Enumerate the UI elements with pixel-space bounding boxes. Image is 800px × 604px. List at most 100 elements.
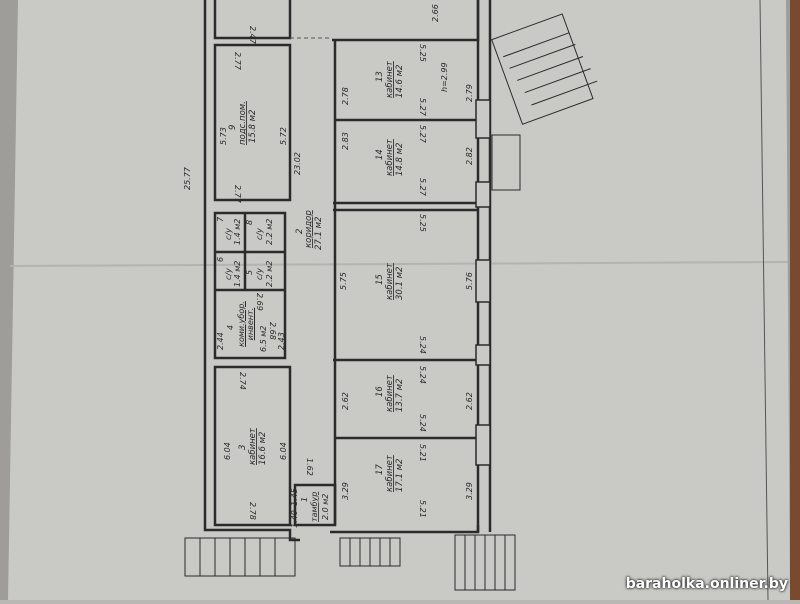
svg-text:27.1 м2: 27.1 м2 [314,217,324,250]
svg-text:5.24: 5.24 [418,414,427,432]
svg-text:5.27: 5.27 [418,125,427,144]
svg-text:17.1 м2: 17.1 м2 [395,459,405,492]
svg-text:14.6 м2: 14.6 м2 [395,65,405,98]
svg-text:1.40: 1.40 [290,510,299,528]
stairs [184,13,598,591]
svg-text:кабинет: кабинет [385,262,395,300]
room-8: 8 с/у 2.2 м2 [245,219,274,245]
svg-text:8: 8 [245,220,254,225]
svg-text:2.69: 2.69 [255,293,264,311]
windows [475,99,491,466]
svg-text:коридор: коридор [304,210,314,248]
svg-text:2.68: 2.68 [268,322,277,340]
room-17: 17 кабинет 17.1 м2 5.21 3.29 3.29 5.21 [341,444,474,518]
svg-text:3.29: 3.29 [465,482,474,500]
svg-text:14.8 м2: 14.8 м2 [395,143,405,176]
svg-text:5: 5 [245,270,254,275]
svg-text:15.8 м2: 15.8 м2 [248,110,258,143]
svg-text:кабинет: кабинет [248,427,258,465]
svg-text:5.75: 5.75 [339,272,348,290]
svg-text:с/у: с/у [224,228,233,240]
svg-text:с/у: с/у [255,228,264,240]
svg-text:2: 2 [295,229,305,234]
svg-text:17: 17 [375,464,385,475]
svg-text:кабинет: кабинет [385,374,395,412]
svg-text:с/у: с/у [255,268,264,280]
paper-sheet [8,0,790,600]
paper-fold [9,261,789,267]
svg-text:6: 6 [216,257,225,262]
svg-text:кабинет: кабинет [385,138,395,176]
svg-text:5.76: 5.76 [465,272,474,290]
svg-text:1.4 м2: 1.4 м2 [233,261,242,287]
room-2-corridor: 2 коридор 27.1 м2 1.62 [295,210,324,476]
room-16: 16 кабинет 13.7 м2 5.24 2.62 2.62 5.24 [341,366,474,432]
svg-text:2.43: 2.43 [277,332,286,350]
svg-text:16.6 м2: 16.6 м2 [258,432,268,465]
svg-text:2.83: 2.83 [341,132,350,150]
svg-text:15: 15 [375,274,385,285]
svg-text:13.7 м2: 13.7 м2 [395,379,405,412]
walls [203,0,492,542]
svg-text:2.77: 2.77 [233,185,242,204]
svg-text:2.79: 2.79 [465,84,474,102]
room-13: 13 кабинет 14.6 м2 5.25 2.78 2.79 5.27 [341,44,474,117]
svg-text:5.72: 5.72 [279,127,288,145]
room-3: 3 кабинет 16.6 м2 2.74 6.04 6.04 2.78 [223,372,288,520]
svg-text:3: 3 [238,445,248,450]
svg-text:с/у: с/у [224,268,233,280]
svg-text:14: 14 [375,149,385,160]
room-7: 7 с/у 1.4 м2 [216,216,242,245]
svg-text:2.82: 2.82 [465,147,474,165]
svg-text:1: 1 [300,497,309,502]
svg-text:5.27: 5.27 [418,178,427,197]
room-9: 9 подс.пом. 15.8 м2 2.77 5.73 5.72 2.77 [219,52,288,204]
svg-text:2.78: 2.78 [341,87,350,105]
svg-text:5.73: 5.73 [219,127,228,145]
svg-text:7: 7 [216,216,225,222]
svg-text:5.24: 5.24 [418,366,427,384]
svg-text:5.25: 5.25 [418,44,427,62]
svg-text:5.25: 5.25 [418,214,427,232]
frame-line [759,0,769,601]
svg-text:6.04: 6.04 [223,442,232,460]
svg-text:2.2 м2: 2.2 м2 [265,261,274,287]
svg-text:2.2 м2: 2.2 м2 [265,219,274,245]
svg-text:подс.пом.: подс.пом. [238,101,248,145]
svg-text:30.1 м2: 30.1 м2 [395,267,405,300]
svg-text:4: 4 [226,325,235,330]
svg-text:1.62: 1.62 [305,458,314,476]
svg-text:2.78: 2.78 [248,502,257,520]
svg-text:2.62: 2.62 [465,392,474,410]
ceiling-height: h=2.99 [440,62,449,92]
svg-text:6.5 м2: 6.5 м2 [259,326,268,352]
svg-text:2.77: 2.77 [233,52,242,71]
watermark: baraholka.onliner.by [625,576,788,592]
svg-text:1.4 м2: 1.4 м2 [233,219,242,245]
svg-text:2.0 м2: 2.0 м2 [321,494,330,520]
room-1-tambur: 1 тамбур 2.0 м2 1.45 1.40 [290,488,330,528]
room-4: 4 6.5 м2 2.69 2.44 2.43 2.68 [216,293,286,352]
dim: 2.47 [248,26,257,45]
svg-text:3.29: 3.29 [341,482,350,500]
svg-text:тамбур: тамбур [310,492,319,522]
room-4-name: коми.убор. инвент. [237,301,255,347]
svg-text:кабинет: кабинет [385,60,395,98]
room-14: 14 кабинет 14.8 м2 5.27 2.83 2.82 5.27 [341,125,474,197]
svg-text:2.74: 2.74 [238,372,247,390]
overall-length: 25.77 [183,166,192,190]
room-15: 15 кабинет 30.1 м2 5.25 5.75 5.76 5.24 [339,214,474,354]
svg-text:9: 9 [228,125,238,130]
svg-text:13: 13 [375,71,385,82]
svg-text:1.45: 1.45 [290,488,299,506]
table-edge [790,0,800,600]
svg-text:2.44: 2.44 [216,332,225,350]
dim: 2.66 [431,4,440,22]
room-5: 5 с/у 2.2 м2 [245,261,274,287]
svg-text:2.62: 2.62 [341,392,350,410]
svg-text:5.21: 5.21 [418,500,427,518]
svg-text:5.21: 5.21 [418,444,427,462]
svg-text:кабинет: кабинет [385,454,395,492]
